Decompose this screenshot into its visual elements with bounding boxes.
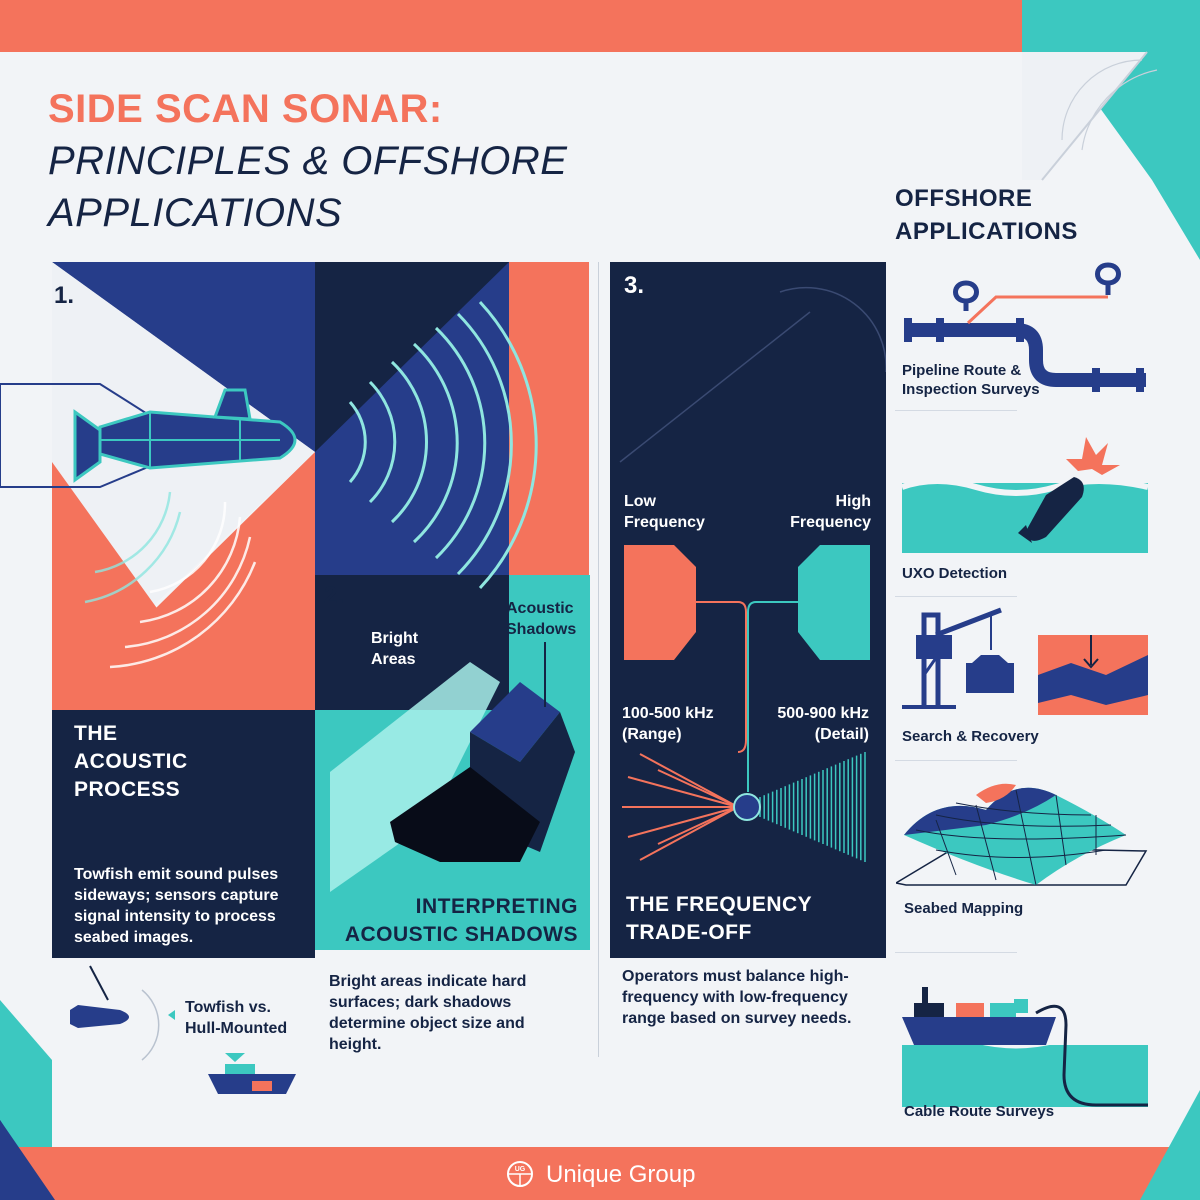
bottom-right-teal [1140,1090,1200,1200]
low-range-label: 100-500 kHz(Range) [622,705,714,743]
panel-divider [598,262,599,1057]
top-band [0,0,1022,52]
towfish-hull-icons [70,965,296,1094]
panel-3-artwork [619,286,886,862]
uxo-icon [901,437,1149,553]
bottom-band [0,1147,1200,1200]
panel-1-body: Towfish emit sound pulses sideways; sens… [74,866,279,946]
app-search-label: Search & Recovery [902,728,1039,745]
app-divider-1 [895,410,1017,411]
panel-3-number: 3. [624,272,645,299]
panel-1-text-box [52,710,315,958]
title-line-1: SIDE SCAN SONAR: [48,87,443,131]
seabed-mesh-icon [896,783,1148,886]
towfish-icon [73,388,297,483]
title-line-3: APPLICATIONS [48,191,343,235]
title-line-2: PRINCIPLES & OFFSHORE [48,139,568,183]
panel-2-body: Bright areas indicate hard surfaces; dar… [329,973,527,1053]
panel-1-number: 1. [54,282,75,309]
towfish-caption: Towfish vs.Hull-Mounted [185,999,288,1037]
right-decor [1022,0,1200,260]
footer-brand[interactable]: Unique Group [546,1161,696,1188]
cable-ship-icon [901,987,1149,1107]
app-pipeline-label: Pipeline Route &Inspection Surveys [902,362,1040,398]
app-seabed-label: Seabed Mapping [904,900,1024,917]
high-range-label: 500-900 kHz(Detail) [777,705,869,743]
pipeline-icon [904,262,1146,392]
panel-3-body: Operators must balance high-frequency wi… [622,968,852,1027]
app-uxo-label: UXO Detection [902,565,1008,582]
applications-icons [896,262,1149,1107]
panel-2-number: 2. [324,582,345,609]
app-divider-2 [895,596,1017,597]
svg-text:UG: UG [515,1166,526,1173]
app-cable-label: Cable Route Surveys [904,1103,1055,1120]
app-divider-4 [895,952,1017,953]
bottom-left-navy [0,1120,55,1200]
crane-icon [902,607,1148,715]
unique-group-logo: UG [507,1161,533,1187]
app-divider-3 [895,760,1017,761]
panel-1-2-artwork [0,262,590,950]
